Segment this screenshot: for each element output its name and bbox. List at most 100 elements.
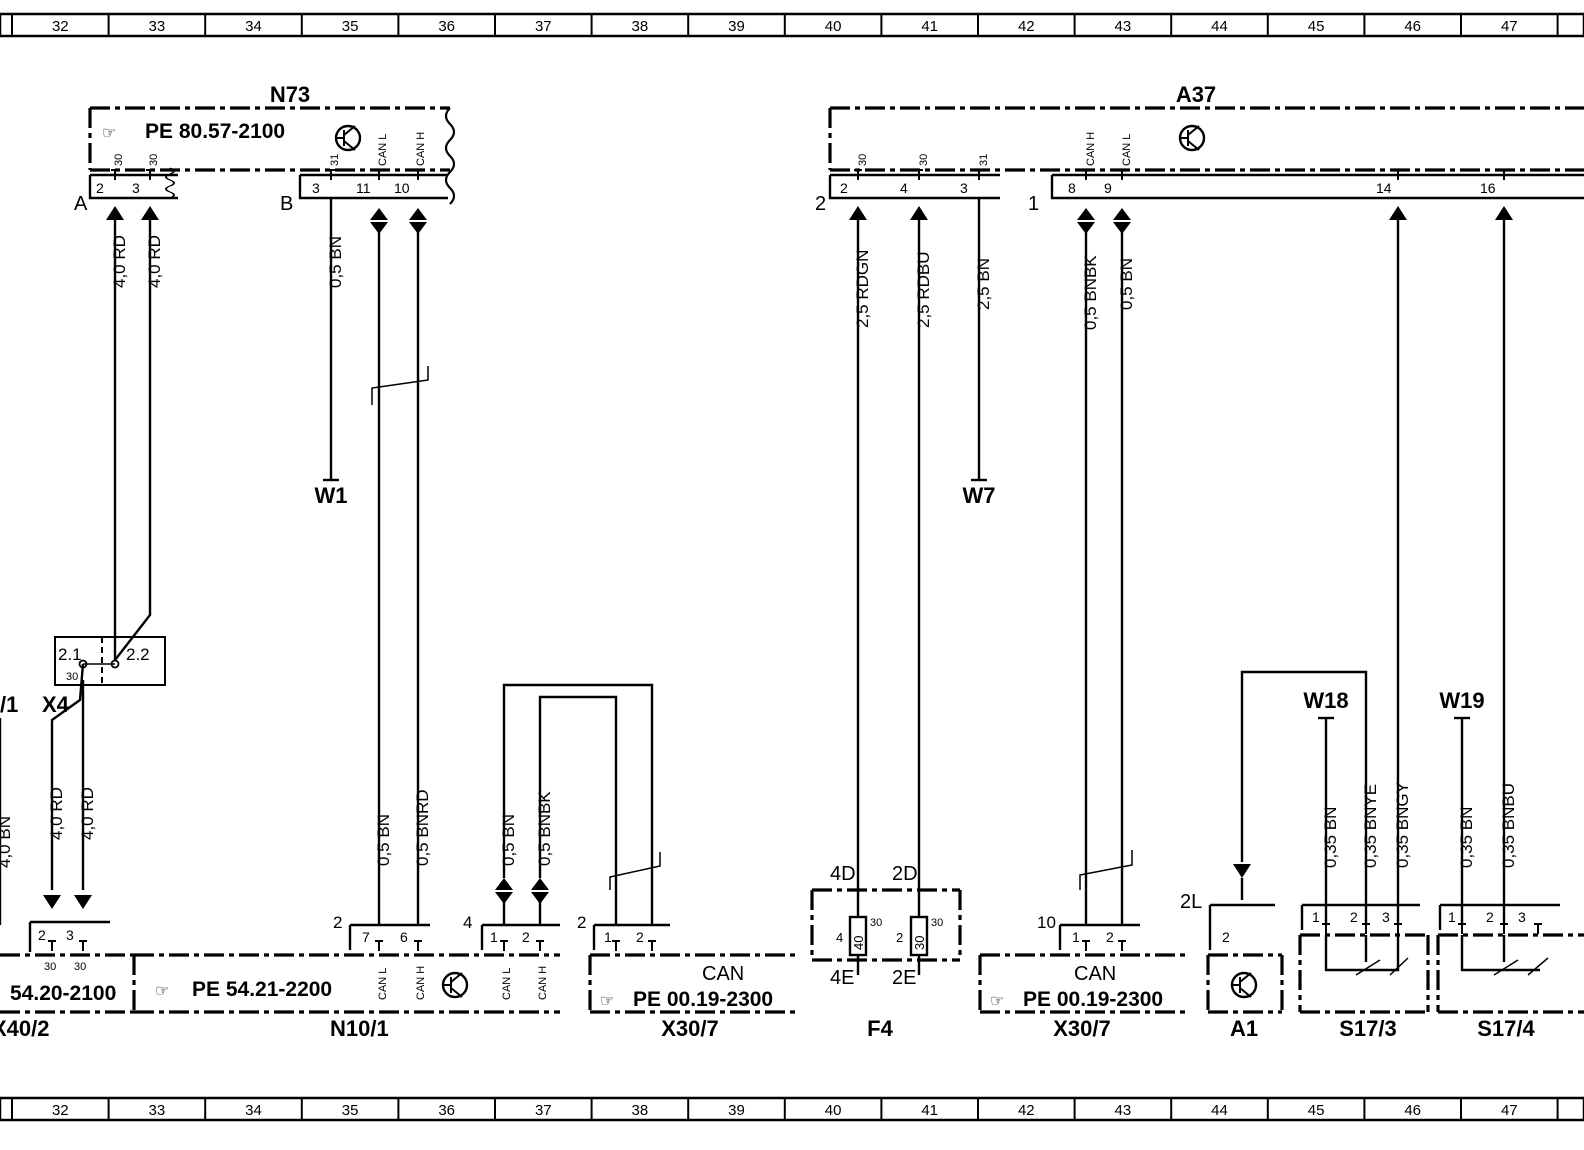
pin-label: 2.2 <box>126 645 150 664</box>
column-number: 46 <box>1404 18 1421 35</box>
component-s17-4: W19 0,35 BN 0,35 BNBU 1 2 3 S17/4 <box>1436 688 1584 1041</box>
x30-7-reference: PE 00.19-2300 <box>633 988 773 1011</box>
pin-label: 2 <box>1222 929 1230 945</box>
pin-label: 1 <box>490 929 498 945</box>
wire-label: 0,5 BN <box>499 814 518 866</box>
pin-label: 4D <box>830 863 856 885</box>
transistor-icon <box>334 124 362 152</box>
wire-label: 4,0 RD <box>110 235 129 288</box>
pin-label: 1 <box>1072 929 1080 945</box>
column-number: 43 <box>1115 18 1132 35</box>
pointing-hand-icon: ☞ <box>600 993 614 1010</box>
pin-label: 3 <box>1518 909 1526 925</box>
terminal-label: CAN L <box>501 968 513 1000</box>
column-number: 32 <box>52 1102 69 1119</box>
column-number: 47 <box>1501 18 1518 35</box>
terminal-label: CAN L <box>377 968 389 1000</box>
column-number: 46 <box>1404 1102 1421 1119</box>
wire-label: 0,35 BN <box>1457 807 1476 868</box>
wire-label: 0,5 BN <box>326 236 345 288</box>
pin-label: 2.1 <box>58 645 82 664</box>
fuse-rating: 40 <box>851 936 866 950</box>
component-n73: N73 ☞ PE 80.57-2100 A B 2 3 3 11 10 30 3… <box>74 82 456 215</box>
component-label-n10-1: N10/1 <box>330 1016 389 1041</box>
pin-label: 14 <box>1376 180 1392 196</box>
wire-label: 4,0 RD <box>47 787 66 840</box>
column-number: 38 <box>632 1102 649 1119</box>
wire-label: 4,0 RD <box>145 235 164 288</box>
component-label-n73: N73 <box>270 82 310 107</box>
column-number: 37 <box>535 1102 552 1119</box>
terminal-label: CAN L <box>1121 134 1133 166</box>
connector-label: 10 <box>1037 913 1056 932</box>
pin-label: 1 <box>1312 909 1320 925</box>
pin-label: 4E <box>830 967 854 989</box>
component-x40-2: 2 3 30 30 54.20-2100 X40/2 4,0 RD 4,0 RD… <box>0 787 136 1041</box>
pin-label: 1 <box>1448 909 1456 925</box>
pin-label: 2 <box>896 930 903 945</box>
pin-label: 3 <box>960 180 968 196</box>
wire-label: 0,5 BN <box>374 814 393 866</box>
wire-label: 0,5 BN <box>1117 258 1136 310</box>
pin-label: 2 <box>1106 929 1114 945</box>
pin-label: 2 <box>38 927 46 943</box>
wire-label: 0,35 BNBU <box>1499 783 1518 868</box>
pin-label: 1 <box>604 929 612 945</box>
pin-label: 3 <box>66 927 74 943</box>
column-number: 45 <box>1308 1102 1325 1119</box>
pin-label: 2 <box>522 929 530 945</box>
column-number: 40 <box>825 1102 842 1119</box>
terminal-label: 31 <box>329 154 341 166</box>
terminal-label: 30 <box>113 154 125 166</box>
column-number: 39 <box>728 18 745 35</box>
connector-label: 2 <box>333 913 342 932</box>
n10-1-reference: PE 54.21-2200 <box>192 978 332 1001</box>
connector-label: 4 <box>463 913 472 932</box>
pin-label: 4 <box>836 930 843 945</box>
can-label: CAN <box>702 963 744 985</box>
wire-label: 0,35 BNGY <box>1393 782 1412 868</box>
component-label-x40-2: X40/2 <box>0 1016 50 1041</box>
column-number: 36 <box>438 18 455 35</box>
pin-label: 7 <box>362 929 370 945</box>
pin-label: 4 <box>900 180 908 196</box>
pin-label: 9 <box>1104 180 1112 196</box>
terminal-label: CAN H <box>537 966 549 1000</box>
x40-2-reference: 54.20-2100 <box>10 982 116 1005</box>
wire-label: 0,5 BNBK <box>535 791 554 866</box>
column-number: 36 <box>438 1102 455 1119</box>
terminal-label: CAN H <box>415 966 427 1000</box>
pin-label: 2E <box>892 967 916 989</box>
pin-label: 10 <box>394 180 410 196</box>
component-x30-7-a: 2 1 2 CAN ☞ PE 00.19-2300 X30/7 <box>577 852 795 1041</box>
n73-wires: W1 4,0 RD 4,0 RD 0,5 BN <box>106 198 429 870</box>
component-label-s17-3: S17/3 <box>1339 1016 1397 1041</box>
top-column-strip <box>0 12 1584 38</box>
terminal-label: 30 <box>148 154 160 166</box>
connector-label: 1 <box>1028 193 1039 215</box>
pointing-hand-icon: ☞ <box>155 983 169 1000</box>
connector-x4: 2.1 2.2 30 X4 /1 <box>0 636 166 925</box>
terminal-label: 30 <box>870 917 882 929</box>
column-number: 45 <box>1308 18 1325 35</box>
ground-w1: W1 <box>315 483 348 508</box>
transistor-icon <box>441 971 469 999</box>
column-number: 41 <box>921 1102 938 1119</box>
wire-label: 4,0 BN <box>0 816 14 868</box>
column-number: 41 <box>921 18 938 35</box>
pin-label: 2 <box>1486 909 1494 925</box>
n73-reference: PE 80.57-2100 <box>145 120 285 143</box>
pin-label: 2 <box>840 180 848 196</box>
can-label: CAN <box>1074 963 1116 985</box>
terminal-label: 30 <box>857 154 869 166</box>
terminal-label: CAN H <box>415 132 427 166</box>
pin-label: 2 <box>1350 909 1358 925</box>
component-label-f4: F4 <box>867 1016 893 1041</box>
pin-label: 16 <box>1480 180 1496 196</box>
terminal-label: 31 <box>978 154 990 166</box>
component-label-x30-7: X30/7 <box>1053 1016 1111 1041</box>
terminal-label: 30 <box>74 961 86 973</box>
column-number: 33 <box>149 1102 166 1119</box>
component-a1: 2L 2 A1 <box>1180 670 1368 1041</box>
ground-w19: W19 <box>1439 688 1484 713</box>
